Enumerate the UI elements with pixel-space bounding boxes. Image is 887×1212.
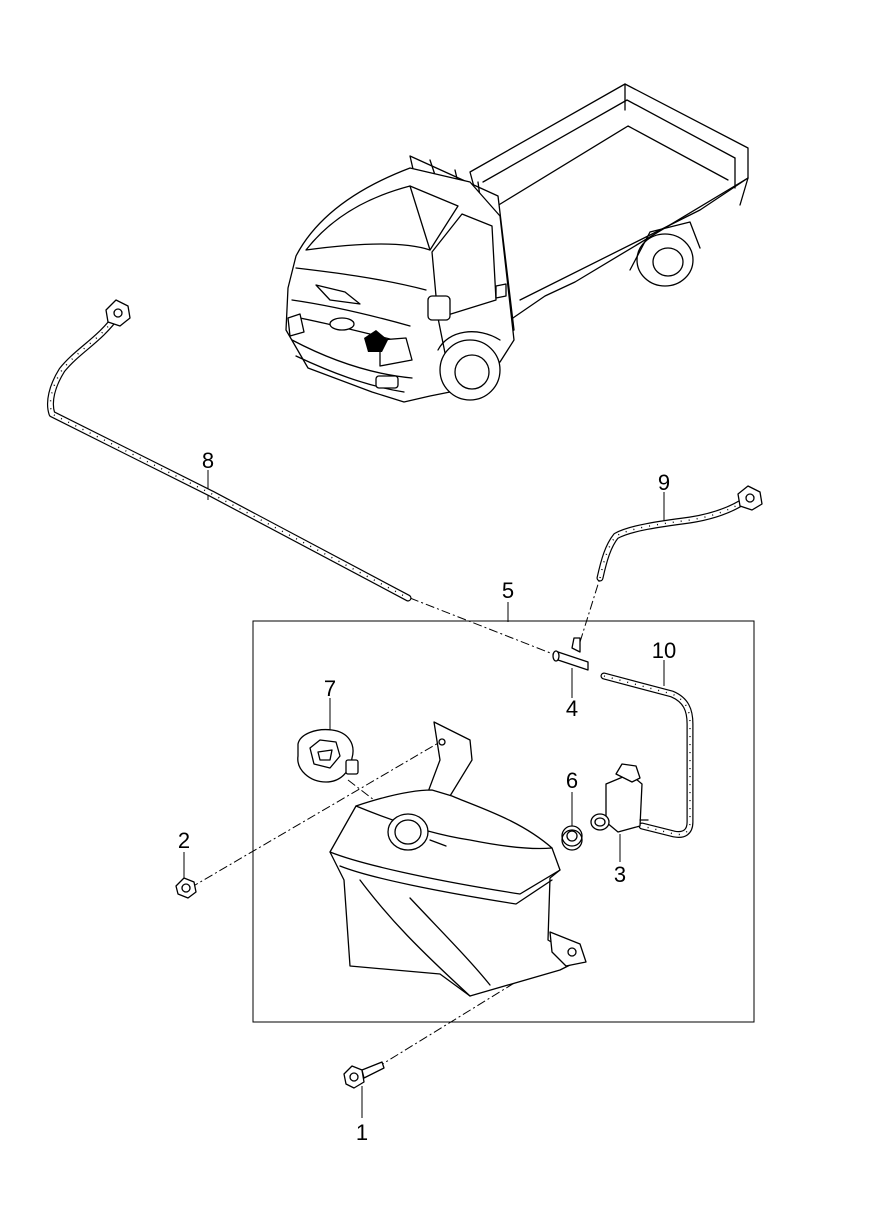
washer-hose-long bbox=[46, 299, 412, 602]
washer-hose-pump bbox=[600, 672, 694, 838]
hose-joint-connector bbox=[552, 637, 589, 671]
callout-2: 2 bbox=[178, 828, 190, 853]
nut bbox=[175, 877, 197, 899]
callout-6: 6 bbox=[566, 768, 578, 793]
truck-illustration bbox=[285, 83, 749, 403]
reservoir-cap bbox=[297, 728, 359, 783]
bolt bbox=[343, 1061, 385, 1089]
callout-7: 7 bbox=[324, 676, 336, 701]
assembly-box bbox=[252, 620, 755, 1023]
callout-1: 1 bbox=[356, 1120, 368, 1145]
callout-5: 5 bbox=[502, 578, 514, 603]
callout-4: 4 bbox=[566, 696, 578, 721]
pump-grommet bbox=[561, 825, 583, 851]
washer-reservoir bbox=[329, 721, 587, 997]
washer-pump bbox=[590, 763, 649, 833]
callouts: 1 2 3 4 5 6 7 8 9 10 bbox=[178, 448, 676, 1145]
washer-hose-upper bbox=[596, 485, 763, 582]
callout-3: 3 bbox=[614, 862, 626, 887]
callout-10: 10 bbox=[652, 638, 676, 663]
callout-8: 8 bbox=[202, 448, 214, 473]
callout-9: 9 bbox=[658, 470, 670, 495]
